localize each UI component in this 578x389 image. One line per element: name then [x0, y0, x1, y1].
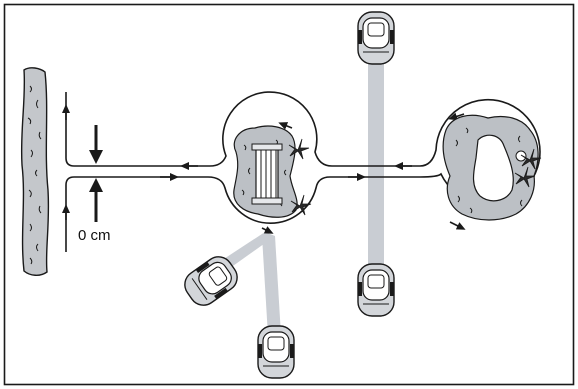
rock-garden-icon: [442, 114, 542, 221]
distance-indicator: [89, 125, 103, 222]
arrow-icon: [278, 122, 293, 130]
garden-island-icon: [233, 125, 312, 218]
robot-mower-icon: [357, 11, 395, 65]
robot-mower-icon: [357, 263, 395, 317]
diagram-border: [3, 3, 575, 386]
wire-direction-arrows: [62, 104, 466, 234]
robot-mower-icon: [257, 325, 295, 379]
fountain-icon: [251, 143, 283, 205]
distance-label: 0 cm: [78, 227, 111, 244]
arrow-icon: [448, 112, 465, 121]
arrow-icon: [261, 226, 274, 234]
boundary-wire: [65, 91, 541, 252]
wall-icon: [20, 67, 50, 276]
arrow-icon: [449, 221, 466, 230]
